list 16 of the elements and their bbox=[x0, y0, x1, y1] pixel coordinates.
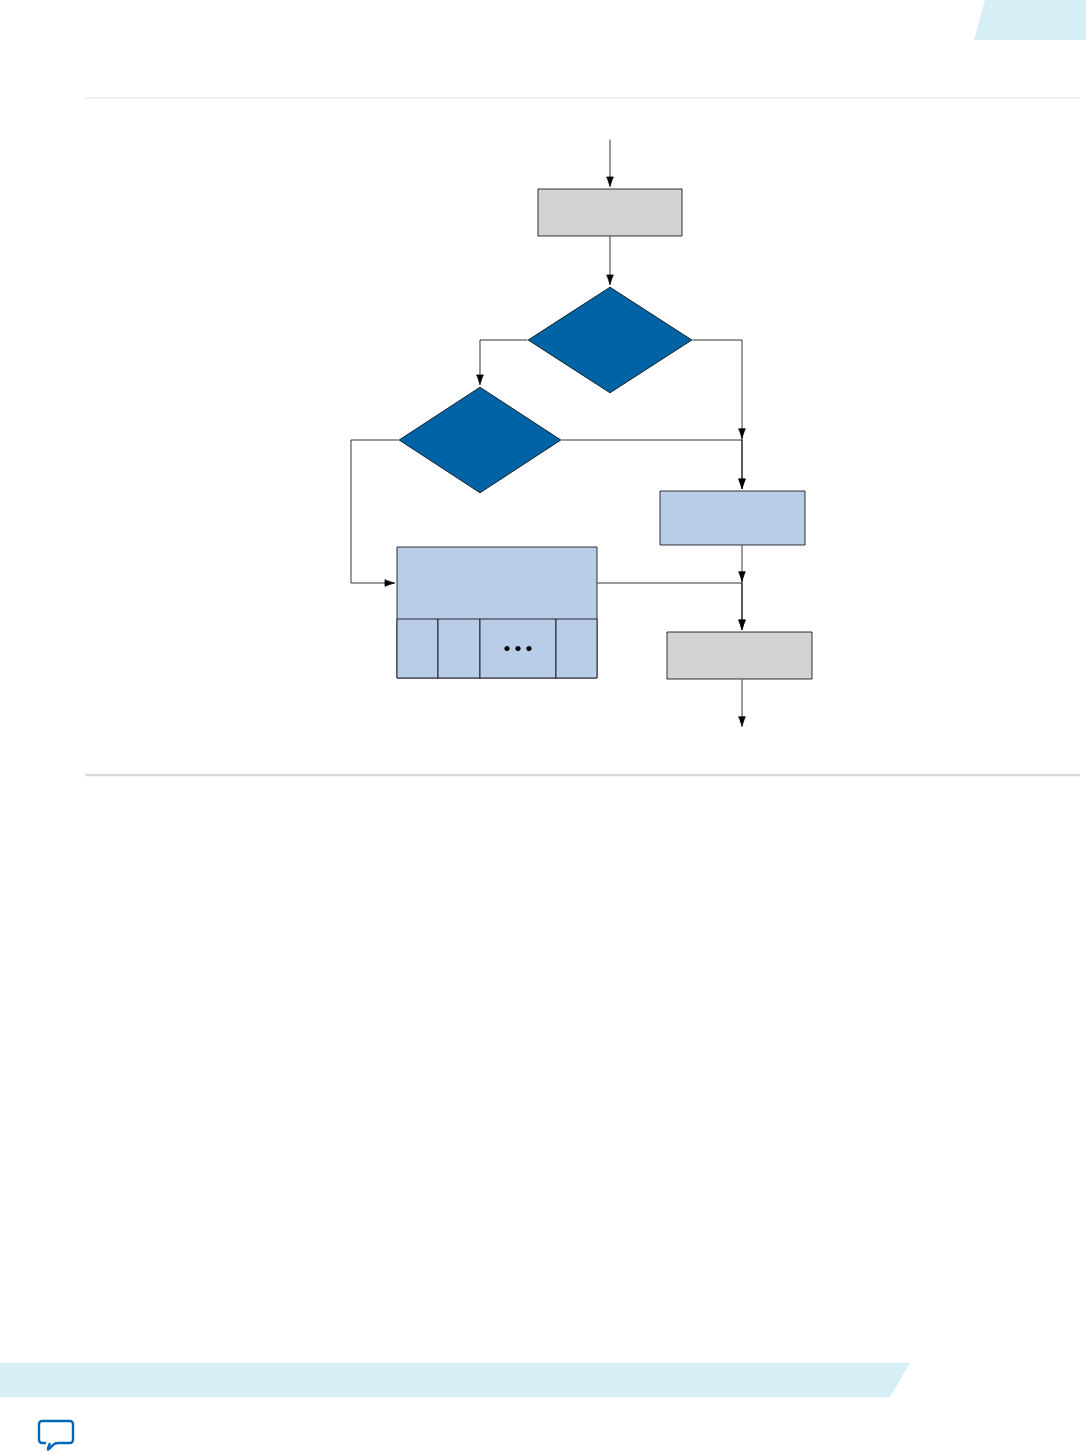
decision-diamond bbox=[398, 386, 562, 494]
arrow bbox=[738, 545, 746, 631]
decision-diamond bbox=[527, 286, 693, 394]
arrow bbox=[561, 428, 746, 490]
process-box bbox=[537, 188, 683, 237]
table-cell bbox=[396, 618, 439, 679]
table-cell bbox=[437, 618, 481, 679]
arrow bbox=[738, 679, 746, 727]
arrow bbox=[476, 339, 528, 386]
arrow bbox=[606, 236, 614, 286]
process-box bbox=[659, 490, 806, 546]
table-cell bbox=[555, 618, 598, 679]
arrow bbox=[606, 139, 614, 188]
arrow bbox=[350, 439, 399, 587]
process-box bbox=[666, 631, 813, 680]
table-cell bbox=[479, 618, 557, 679]
